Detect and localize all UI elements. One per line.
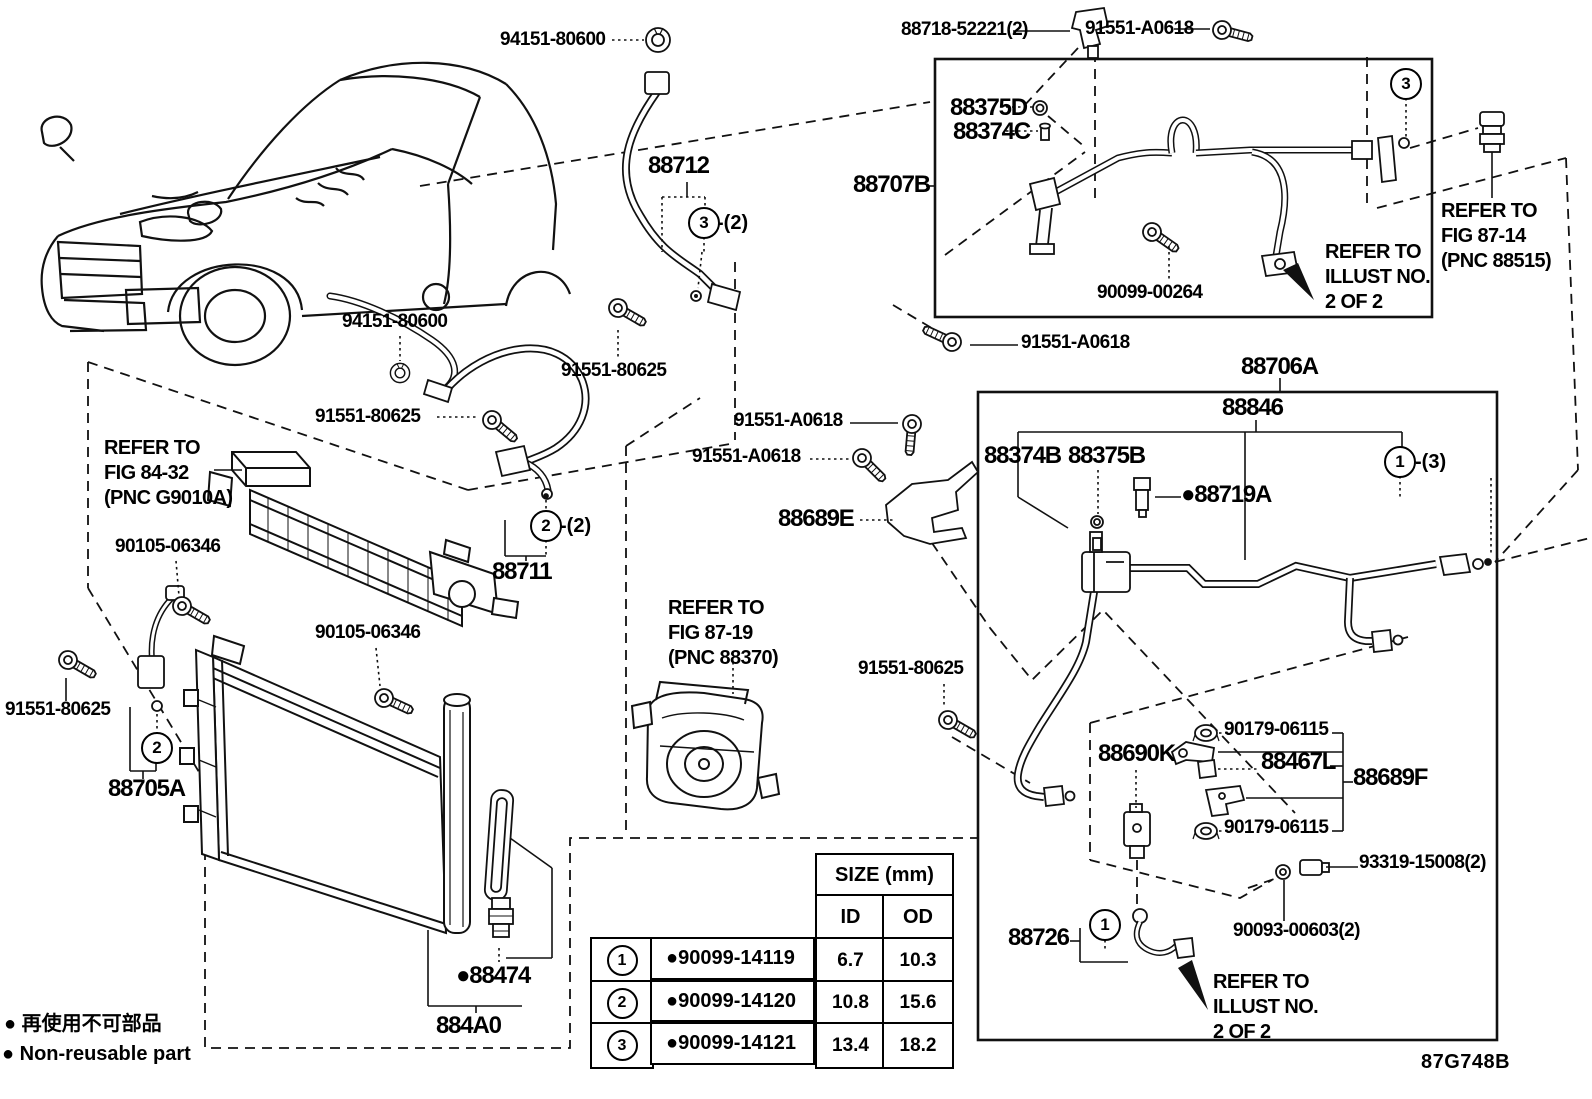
part-label-90099-00264: 90099-00264 bbox=[1097, 282, 1203, 303]
part-label-88705A: 88705A bbox=[108, 775, 186, 802]
part-label-88707B: 88707B bbox=[853, 171, 931, 198]
table-badge-1: 1 bbox=[606, 945, 638, 976]
note-line: ILLUST NO. bbox=[1213, 996, 1319, 1018]
note-line: 2 OF 2 bbox=[1213, 1021, 1271, 1043]
part-label-88474: ●88474 bbox=[456, 962, 531, 989]
part-label-91551-A0618-m2: 91551-A0618 bbox=[692, 446, 801, 467]
note-line: REFER TO bbox=[668, 597, 765, 619]
size-table-id-cell: 13.4 bbox=[815, 1022, 886, 1069]
part-label-88711: 88711 bbox=[492, 558, 553, 585]
part-label-91551-80625-d: 91551-80625 bbox=[858, 658, 964, 679]
legend-non-reusable-en: ● Non-reusable part bbox=[2, 1043, 191, 1065]
size-table-col-id: ID bbox=[815, 894, 886, 941]
callout-badge-3-hose: 3 bbox=[688, 207, 720, 239]
size-table-header: SIZE (mm) bbox=[815, 853, 954, 898]
note-line: 2 OF 2 bbox=[1325, 291, 1383, 313]
refer-note-fig-84-32: REFER TO FIG 84-32 (PNC G9010A) bbox=[104, 436, 233, 511]
size-table-od-cell: 10.3 bbox=[882, 937, 954, 984]
part-label-88846: 88846 bbox=[1222, 394, 1284, 421]
part-label-88689E: 88689E bbox=[778, 505, 855, 532]
part-label-88374C: 88374C bbox=[953, 118, 1031, 145]
size-table-part-cell: ●90099-14119 bbox=[650, 937, 815, 980]
refer-note-illust-bottom: REFER TO ILLUST NO. 2 OF 2 bbox=[1213, 970, 1319, 1045]
table-badge-3: 3 bbox=[606, 1030, 638, 1061]
part-label-88690K: 88690K bbox=[1098, 740, 1176, 767]
part-label-91551-80625-a: 91551-80625 bbox=[561, 360, 667, 381]
callout-badge-1-88726: 1 bbox=[1089, 909, 1121, 941]
callout-badge-3-box: 3 bbox=[1390, 68, 1422, 100]
part-label-88719A: ●88719A bbox=[1181, 481, 1272, 508]
note-line: (PNC 88370) bbox=[668, 647, 779, 669]
part-label-90179-06115-a: 90179-06115 bbox=[1224, 719, 1329, 740]
size-table-od-cell: 18.2 bbox=[882, 1022, 954, 1069]
refer-note-fig-87-19: REFER TO FIG 87-19 (PNC 88370) bbox=[668, 596, 779, 671]
size-table-badge-cell: 1 bbox=[590, 937, 654, 984]
part-label-88706A: 88706A bbox=[1241, 353, 1319, 380]
part-label-88689F: 88689F bbox=[1353, 764, 1428, 791]
part-label-91551-A0618-top: 91551-A0618 bbox=[1085, 18, 1194, 39]
part-label-88467L: 88467L bbox=[1261, 748, 1336, 775]
part-label-88374B: 88374B bbox=[984, 442, 1062, 469]
figure-code: 87G748B bbox=[1421, 1051, 1511, 1073]
part-label-90105-06346-a: 90105-06346 bbox=[115, 536, 221, 557]
part-label-88375B: 88375B bbox=[1068, 442, 1146, 469]
note-line: FIG 87-19 bbox=[668, 622, 753, 644]
part-label-90093-00603: 90093-00603(2) bbox=[1233, 920, 1360, 941]
note-line: REFER TO bbox=[1441, 200, 1538, 222]
part-label-91551-A0618-m1: 91551-A0618 bbox=[734, 410, 843, 431]
callout-badge-1-tube: 1 bbox=[1384, 446, 1416, 478]
refer-note-fig-87-14: REFER TO FIG 87-14 (PNC 88515) bbox=[1441, 199, 1552, 274]
part-label-93319-15008: 93319-15008(2) bbox=[1359, 852, 1486, 873]
note-line: FIG 87-14 bbox=[1441, 225, 1526, 247]
size-table-part-cell: ●90099-14120 bbox=[650, 980, 815, 1022]
callout-suffix-88711: -(2) bbox=[560, 515, 592, 537]
size-table-col-od: OD bbox=[882, 894, 954, 941]
part-label-90179-06115-b: 90179-06115 bbox=[1224, 817, 1329, 838]
part-label-90105-06346-b: 90105-06346 bbox=[315, 622, 421, 643]
note-line: (PNC G9010A) bbox=[104, 487, 233, 509]
callout-badge-2-hose: 2 bbox=[530, 510, 562, 542]
part-label-88726: 88726 bbox=[1008, 924, 1070, 951]
note-line: REFER TO bbox=[104, 437, 201, 459]
size-table-badge-cell: 2 bbox=[590, 980, 654, 1026]
refer-note-illust-top: REFER TO ILLUST NO. 2 OF 2 bbox=[1325, 240, 1431, 315]
note-line: REFER TO bbox=[1325, 241, 1422, 263]
size-table-od-cell: 15.6 bbox=[882, 980, 954, 1026]
legend-non-reusable-jp: ● 再使用不可部品 bbox=[4, 1013, 162, 1035]
size-table-part-cell: ●90099-14121 bbox=[650, 1022, 815, 1065]
part-label-91551-80625-c: 91551-80625 bbox=[5, 699, 111, 720]
note-line: ILLUST NO. bbox=[1325, 266, 1431, 288]
size-table-id-cell: 6.7 bbox=[815, 937, 886, 984]
callout-badge-2-bracket: 2 bbox=[141, 732, 173, 764]
part-label-88718-52221: 88718-52221(2) bbox=[901, 19, 1028, 40]
size-table-badge-cell: 3 bbox=[590, 1022, 654, 1069]
part-label-91551-80625-b: 91551-80625 bbox=[315, 406, 421, 427]
part-label-94151-80600-top: 94151-80600 bbox=[500, 29, 606, 50]
callout-suffix-88846: -(3) bbox=[1415, 451, 1447, 473]
part-label-884A0: 884A0 bbox=[436, 1012, 502, 1039]
note-line: FIG 84-32 bbox=[104, 462, 189, 484]
table-badge-2: 2 bbox=[606, 987, 638, 1019]
note-line: REFER TO bbox=[1213, 971, 1310, 993]
part-label-94151-80600-mid: 94151-80600 bbox=[342, 311, 448, 332]
note-line: (PNC 88515) bbox=[1441, 250, 1552, 272]
callout-suffix-88712: -(2) bbox=[717, 212, 749, 234]
part-label-91551-A0618-box: 91551-A0618 bbox=[1021, 332, 1130, 353]
size-table-id-cell: 10.8 bbox=[815, 980, 886, 1026]
part-label-88375D: 88375D bbox=[950, 94, 1028, 121]
part-label-88712: 88712 bbox=[648, 152, 710, 179]
